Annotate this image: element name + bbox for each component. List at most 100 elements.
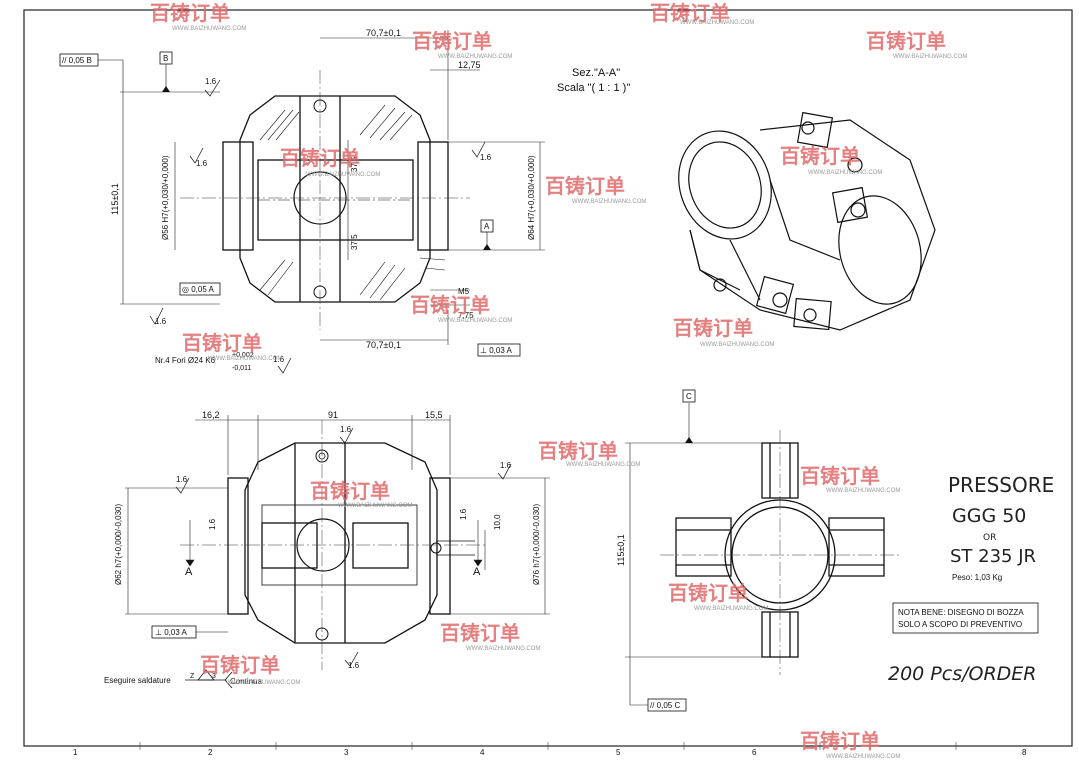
- zone-5: 5: [616, 748, 621, 757]
- svg-text:百铸订单: 百铸订单: [538, 439, 618, 463]
- svg-text:WWW.BAIZHUWANG.COM: WWW.BAIZHUWANG.COM: [826, 754, 900, 760]
- roughness-1: 1.6: [205, 77, 217, 86]
- side-view: C 115±0,1 // 0,05 C: [616, 389, 900, 712]
- svg-text:WWW.BAIZHUWANG.COM: WWW.BAIZHUWANG.COM: [700, 342, 774, 348]
- svg-text:百铸订单: 百铸订单: [780, 144, 860, 168]
- dim-62: Ø62 h7(+0,000/-0,030): [114, 503, 123, 585]
- svg-text:百铸订单: 百铸订单: [800, 464, 880, 488]
- dim-70-top: 70,7±0,1: [366, 28, 401, 38]
- svg-text:1.6: 1.6: [340, 425, 352, 434]
- svg-text:1.6: 1.6: [459, 508, 468, 520]
- front-roughness-symbols: [175, 427, 512, 667]
- svg-text:WWW.BAIZHUWANG.COM: WWW.BAIZHUWANG.COM: [893, 54, 967, 60]
- svg-text:WWW.BAIZHUWANG.COM: WWW.BAIZHUWANG.COM: [826, 488, 900, 494]
- tol-concentric-a: ◎ 0,05 A: [179, 282, 221, 296]
- front-roughness: 1.6 1.6 1.6 1.6 1.6 1.6: [176, 425, 512, 670]
- material-3: ST 235 JR: [950, 546, 1036, 567]
- material-2: GGG 50: [952, 505, 1026, 527]
- svg-text:-0,011: -0,011: [232, 365, 251, 372]
- svg-text:百铸订单: 百铸订单: [182, 331, 262, 355]
- svg-text:百铸订单: 百铸订单: [673, 316, 753, 340]
- weld-note: Eseguire saldature Z 3 Continua: [104, 669, 263, 689]
- svg-text:Nr.4 Fori Ø24 K6: Nr.4 Fori Ø24 K6: [155, 356, 216, 365]
- svg-text:B: B: [163, 54, 168, 63]
- roughness-symbols: [149, 79, 486, 374]
- section-scale: Scala "( 1 : 1 )": [557, 82, 630, 94]
- material-notes: PRESSORE GGG 50 OR ST 235 JR Peso: 1,03 …: [948, 473, 1054, 582]
- svg-text:1.6: 1.6: [176, 475, 188, 484]
- svg-text:百铸订单: 百铸订单: [412, 29, 492, 53]
- svg-text:WWW.BAIZHUWANG.COM: WWW.BAIZHUWANG.COM: [808, 170, 882, 176]
- zone-4: 4: [480, 748, 485, 757]
- material-or: OR: [983, 533, 996, 543]
- svg-text:百铸订单: 百铸订单: [150, 1, 230, 25]
- holes-note: Nr.4 Fori Ø24 K6 +0,002 -0,011: [155, 352, 254, 372]
- datum-a: A: [480, 219, 494, 250]
- section-title: Sez."A-A" Scala "( 1 : 1 )": [557, 67, 630, 94]
- svg-text:A: A: [484, 222, 490, 231]
- section-a-right: A: [473, 566, 481, 578]
- roughness-5: 1.6: [273, 355, 285, 364]
- tol-perp-a-top: ⊥ 0,03 A: [477, 343, 521, 357]
- top-view-centerlines: [180, 70, 470, 330]
- svg-text:WWW.BAIZHUWANG.COM: WWW.BAIZHUWANG.COM: [172, 26, 246, 32]
- datum-b: B: [159, 51, 173, 92]
- svg-text:WWW.BAIZHUWANG.COM: WWW.BAIZHUWANG.COM: [338, 503, 412, 509]
- tol-perp-a-front: ⊥ 0,03 A: [151, 625, 228, 639]
- front-side-hole: [430, 542, 442, 554]
- svg-text:百铸订单: 百铸订单: [650, 1, 730, 25]
- svg-text:⊥ 0,03 A: ⊥ 0,03 A: [155, 628, 188, 637]
- svg-text:WWW.BAIZHUWANG.COM: WWW.BAIZHUWANG.COM: [226, 680, 300, 686]
- roughness-2: 1.6: [196, 159, 208, 168]
- dim-12-75: 12,75: [458, 60, 481, 70]
- nota-bene: NOTA BENE: DISEGNO DI BOZZA SOLO A SCOPO…: [892, 602, 1039, 634]
- svg-text:WWW.BAIZHUWANG.COM: WWW.BAIZHUWANG.COM: [438, 54, 512, 60]
- dim-115-side: 115±0,1: [616, 534, 626, 566]
- dim-37-5-b: 37,5: [350, 234, 359, 250]
- section-a-left: A: [185, 566, 193, 578]
- roughness-3: 1.6: [480, 153, 492, 162]
- svg-text:百铸订单: 百铸订单: [866, 29, 946, 53]
- svg-text:NOTA BENE: DISEGNO DI BOZZA: NOTA BENE: DISEGNO DI BOZZA: [898, 608, 1024, 617]
- svg-text:WWW.BAIZHUWANG.COM: WWW.BAIZHUWANG.COM: [694, 606, 768, 612]
- zone-8: 8: [1022, 748, 1027, 757]
- zone-3: 3: [344, 748, 349, 757]
- svg-text:Z: Z: [190, 673, 195, 680]
- front-view-outline: [227, 442, 451, 644]
- quantity-note: 200 Pcs/ORDER: [888, 663, 1037, 685]
- svg-text:// 0,05 B: // 0,05 B: [62, 56, 92, 65]
- svg-text:百铸订单: 百铸订单: [800, 729, 880, 753]
- svg-text:WWW.BAIZHUWANG.COM: WWW.BAIZHUWANG.COM: [208, 356, 282, 362]
- svg-text:百铸订单: 百铸订单: [668, 581, 748, 605]
- svg-text:3: 3: [212, 673, 216, 680]
- dim-15-5: 15,5: [425, 410, 443, 420]
- zone-1: 1: [73, 748, 78, 757]
- roughness-4: 1.6: [155, 317, 167, 326]
- dim-91: 91: [328, 410, 338, 420]
- svg-text:WWW.BAIZHUWANG.COM: WWW.BAIZHUWANG.COM: [306, 172, 380, 178]
- svg-text:百铸订单: 百铸订单: [200, 653, 280, 677]
- svg-text:⊥ 0,03 A: ⊥ 0,03 A: [480, 346, 513, 355]
- dim-56: Ø56 H7(+0,030/+0,000): [161, 155, 170, 240]
- section-name: Sez."A-A": [572, 67, 620, 79]
- dim-10: 10,0: [493, 514, 502, 530]
- top-view: 70,7±0,1 12,75 70,7±0,1 115±0,1 Ø56 H7(+…: [59, 28, 545, 374]
- svg-text:WWW.BAIZHUWANG.COM: WWW.BAIZHUWANG.COM: [680, 20, 754, 26]
- tol-parallel-c: // 0,05 C: [647, 698, 687, 712]
- watermark-6: 百铸订单 WWW.BAIZHUWANG.COM: [780, 144, 882, 176]
- svg-text:SOLO A SCOPO DI PREVENTIVO: SOLO A SCOPO DI PREVENTIVO: [898, 620, 1022, 629]
- svg-text:百铸订单: 百铸订单: [410, 293, 490, 317]
- svg-text:Continua: Continua: [230, 677, 263, 686]
